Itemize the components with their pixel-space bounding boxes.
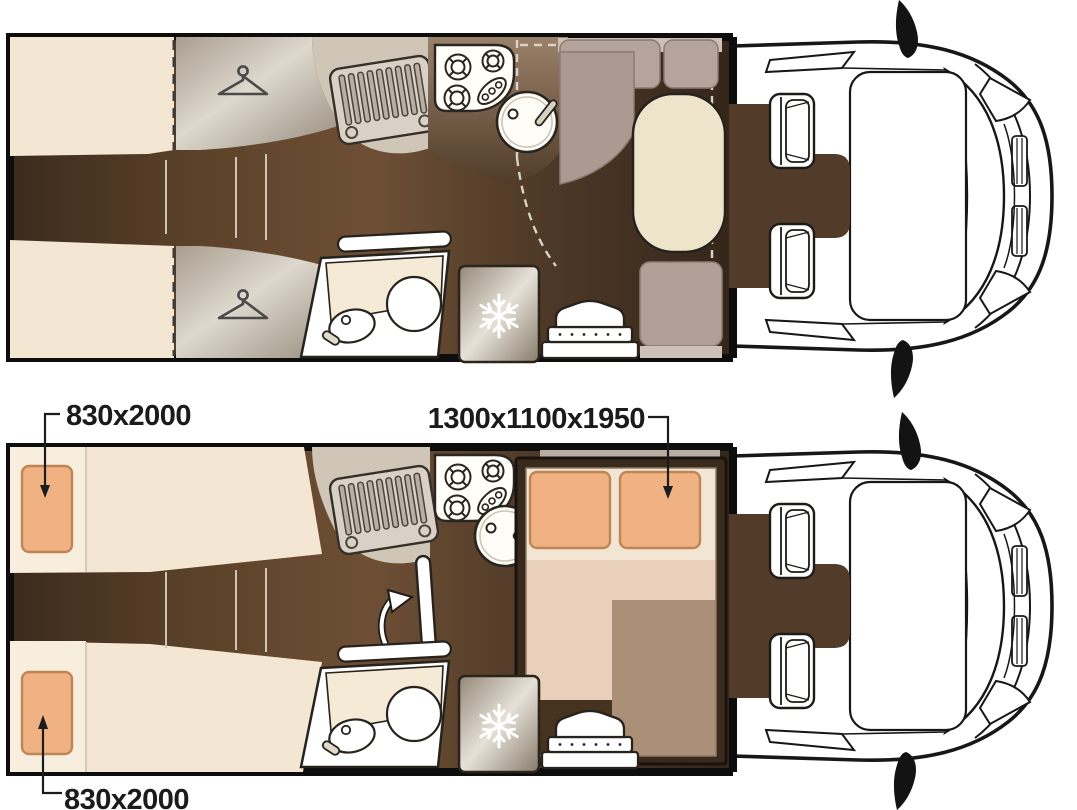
pillow: [20, 464, 74, 554]
dimension-label-rear-bed: 1300x1100x1950: [428, 403, 645, 435]
floor-joints: [165, 154, 267, 240]
vent-grille-icon: [327, 463, 441, 557]
floorplan-day: [6, 0, 1054, 398]
floor-joints: [165, 568, 267, 652]
bench-cushion: [663, 39, 719, 89]
dimension-label-bed-bottom: 830x2000: [64, 784, 189, 810]
sink-icon: [495, 90, 560, 154]
wardrobe-bottom: [176, 246, 338, 358]
single-bed-top: [10, 447, 322, 573]
rear-bed-blanket: [612, 600, 716, 756]
leader-arrowhead: [38, 715, 48, 729]
leader-arrowhead: [663, 486, 673, 499]
pillow: [20, 670, 74, 756]
single-bed-left-top: [10, 37, 174, 156]
leader-line: [41, 728, 62, 795]
pillow: [528, 470, 612, 550]
stove-burners-icon: [433, 43, 516, 113]
leader-arrowhead: [40, 485, 50, 498]
single-bed-left-bottom: [10, 240, 174, 358]
leader-line: [648, 415, 670, 486]
floorplan-night: [6, 412, 1054, 810]
pillow: [618, 470, 702, 550]
leader-line: [43, 412, 60, 486]
dimension-annotations: 830x2000 1300x1100x1950 830x2000: [38, 400, 673, 810]
dinette-table: [631, 92, 727, 254]
bench-back-band: [640, 346, 722, 358]
dimension-label-bed-top: 830x2000: [66, 400, 191, 432]
fridge-snowflake-icon: [457, 264, 541, 364]
fridge-snowflake-icon: [457, 674, 541, 774]
bench-cushion: [639, 261, 723, 347]
vent-grille-icon: [327, 53, 441, 147]
single-bed-bottom: [10, 641, 322, 772]
